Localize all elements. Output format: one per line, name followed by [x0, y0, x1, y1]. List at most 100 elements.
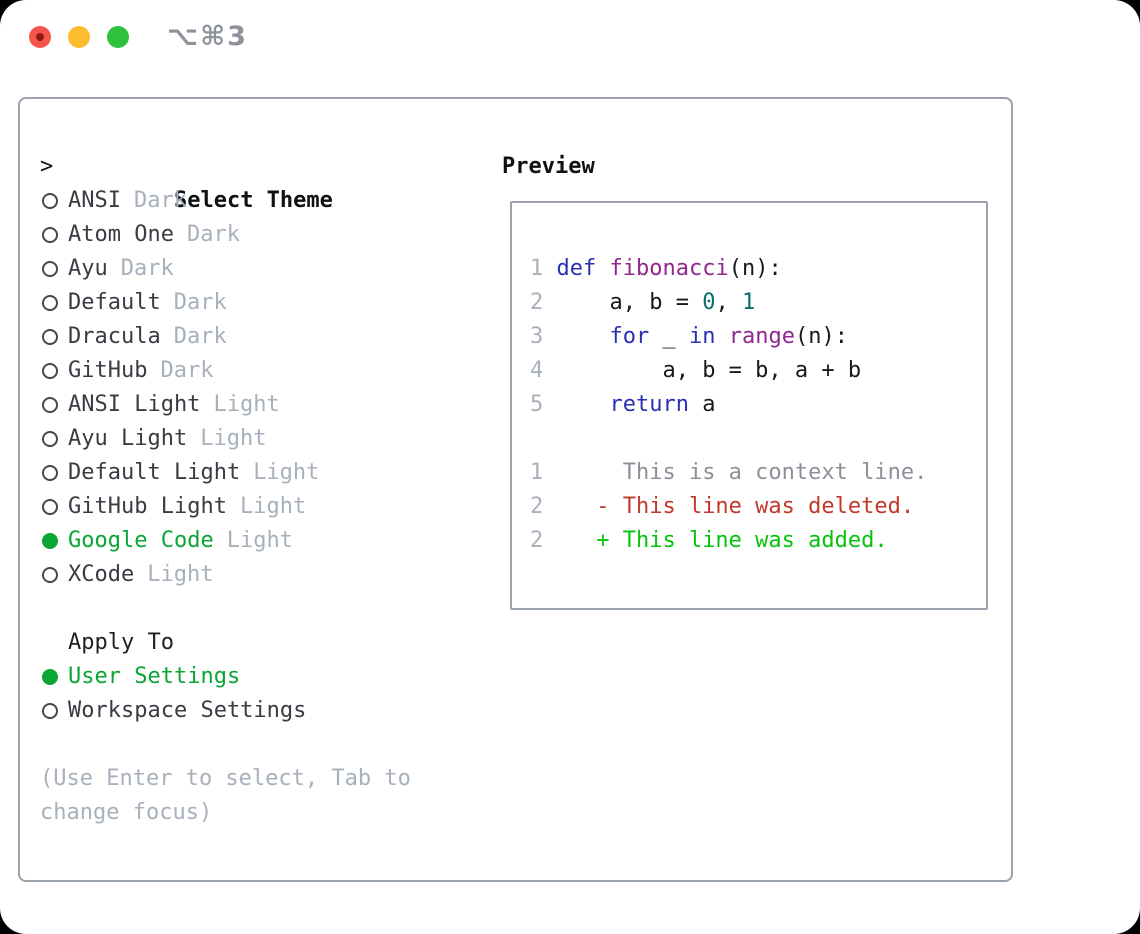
theme-option-github[interactable]: GitHub Dark: [40, 354, 411, 388]
token-pln: (n):: [794, 324, 848, 349]
token-pln: [715, 324, 728, 349]
theme-option-ansi-light[interactable]: ANSI Light Light: [40, 388, 411, 422]
token-add: + This line was added.: [543, 528, 888, 553]
spacer: [40, 592, 411, 626]
token-pln: [543, 256, 556, 281]
token-pln: a, b =: [543, 290, 703, 315]
theme-variant-label: Light: [147, 562, 214, 587]
maximize-button[interactable]: [107, 26, 129, 48]
token-del: - This line was deleted.: [543, 494, 915, 519]
theme-variant-label: Light: [239, 494, 307, 519]
radio-unselected-icon: [42, 567, 58, 583]
option-label: User Settings: [68, 664, 241, 689]
token-kwd: in: [688, 324, 716, 349]
token-lit: 0: [702, 290, 716, 315]
option-label: Ayu Light: [68, 426, 188, 451]
line-number: 5: [530, 392, 544, 417]
theme-variant-label: Light: [213, 392, 280, 417]
theme-variant-label: Dark: [160, 358, 214, 383]
radio-unselected-icon: [42, 295, 58, 311]
token-pln: [543, 392, 609, 417]
code-line: 1 def fibonacci(n):: [530, 252, 986, 286]
token-pln: [543, 324, 609, 349]
line-number: 2: [530, 494, 544, 519]
option-label: ANSI: [68, 188, 121, 213]
theme-option-default[interactable]: Default Dark: [40, 286, 411, 320]
theme-variant-label: Dark: [133, 188, 187, 213]
radio-unselected-icon: [42, 227, 58, 243]
line-number: 1: [530, 460, 544, 485]
help-text-line-1: (Use Enter to select, Tab to: [40, 766, 411, 791]
option-label: GitHub: [68, 358, 148, 383]
theme-variant-label: Light: [226, 528, 293, 553]
radio-unselected-icon: [42, 499, 58, 515]
option-label: Atom One: [68, 222, 174, 247]
option-label: Default: [68, 290, 161, 315]
theme-option-ayu[interactable]: Ayu Dark: [40, 252, 411, 286]
apply-option-user-settings[interactable]: User Settings: [40, 660, 411, 694]
close-button[interactable]: [29, 26, 51, 48]
radio-unselected-icon: [42, 465, 58, 481]
radio-unselected-icon: [42, 363, 58, 379]
option-label: Dracula: [68, 324, 161, 349]
token-pln: _: [649, 324, 689, 349]
menu-title-row: > Select Theme: [40, 150, 411, 213]
radio-unselected-icon: [42, 397, 58, 413]
spacer: [40, 728, 411, 762]
theme-variant-label: Dark: [120, 256, 174, 281]
theme-variant-label: Dark: [173, 324, 227, 349]
token-kwd: return: [609, 392, 689, 417]
radio-selected-icon: [42, 669, 58, 685]
theme-option-google-code[interactable]: Google Code Light: [40, 524, 411, 558]
token-pln: ,: [715, 290, 742, 315]
radio-unselected-icon: [42, 431, 58, 447]
apply-to-title: Apply To: [68, 630, 174, 655]
code-line: 4 a, b = b, a + b: [530, 354, 986, 388]
theme-option-dracula[interactable]: Dracula Dark: [40, 320, 411, 354]
option-label: Default Light: [68, 460, 241, 485]
preview-title: Preview: [502, 154, 595, 179]
apply-option-workspace-settings[interactable]: Workspace Settings: [40, 694, 411, 728]
radio-selected-icon: [42, 533, 58, 549]
option-label: Google Code: [68, 528, 214, 553]
theme-variant-label: Light: [253, 460, 320, 485]
selection-prompt-icon: >: [40, 154, 54, 179]
theme-option-default-light[interactable]: Default Light Light: [40, 456, 411, 490]
token-ctx: This is a context line.: [543, 460, 928, 485]
help-text-line-2: change focus): [40, 800, 213, 825]
token-pln: a, b = b, a + b: [543, 358, 862, 383]
code-line: 2 a, b = 0, 1: [530, 286, 986, 320]
token-lit: 1: [741, 290, 756, 315]
theme-option-ansi[interactable]: ANSI Dark: [40, 184, 411, 218]
theme-variant-label: Dark: [173, 290, 227, 315]
code-line: 3 for _ in range(n):: [530, 320, 986, 354]
diff-line: 2 - This line was deleted.: [530, 490, 986, 524]
option-label: ANSI Light: [68, 392, 201, 417]
radio-unselected-icon: [42, 329, 58, 345]
minimize-button[interactable]: [68, 26, 90, 48]
token-typ: fibonacci: [609, 256, 729, 281]
option-label: Workspace Settings: [68, 698, 307, 723]
line-number: 3: [530, 324, 544, 349]
line-number: 2: [530, 528, 544, 553]
token-typ: range: [728, 324, 795, 349]
code-line: 5 return a: [530, 388, 986, 422]
menu-title: Select Theme: [173, 188, 333, 213]
line-number: 4: [530, 358, 544, 383]
token-kwd: def: [556, 256, 597, 281]
window-shortcut-label: ⌥⌘3: [167, 21, 248, 52]
token-pln: a: [688, 392, 716, 417]
token-pln: [596, 256, 609, 281]
option-label: Ayu: [68, 256, 108, 281]
line-number: 2: [530, 290, 544, 315]
